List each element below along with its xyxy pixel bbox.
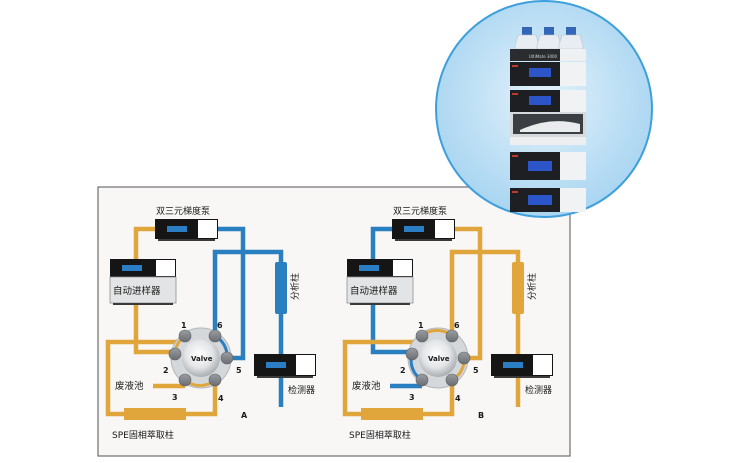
analytical-column bbox=[512, 262, 524, 314]
valve-port-4[interactable] bbox=[445, 373, 459, 387]
tube-spe-to-port4 bbox=[423, 380, 455, 417]
port-number-1: 1 bbox=[181, 321, 187, 330]
valve-rotor bbox=[182, 339, 220, 377]
autosampler: 自动进样器 bbox=[346, 259, 414, 305]
autosampler-label: 自动进样器 bbox=[350, 285, 398, 297]
valve-label: Valve bbox=[428, 355, 450, 363]
spe-column-label: SPE固相萃取柱 bbox=[349, 429, 411, 441]
analytical-column bbox=[275, 262, 287, 314]
port-number-2: 2 bbox=[400, 366, 406, 375]
tube-port6-to-column bbox=[212, 249, 284, 336]
tube-port1-to-spe bbox=[105, 339, 185, 417]
valve-port-1[interactable] bbox=[415, 329, 429, 343]
spe-column bbox=[361, 408, 423, 420]
detector bbox=[254, 354, 316, 378]
port-number-1: 1 bbox=[418, 321, 424, 330]
panel-label: B bbox=[478, 411, 484, 420]
spe-column-label: SPE固相萃取柱 bbox=[112, 429, 174, 441]
port-number-5: 5 bbox=[473, 366, 479, 375]
tube-pump-to-autosampler bbox=[370, 226, 392, 260]
pump-label: 双三元梯度泵 bbox=[156, 205, 210, 217]
pump-module-2 bbox=[510, 90, 586, 112]
autosampler-label: 自动进样器 bbox=[113, 285, 161, 297]
tube-pump-to-port5 bbox=[218, 226, 246, 361]
display-screen bbox=[404, 226, 424, 232]
valve-port-3[interactable] bbox=[178, 373, 192, 387]
valve-port-5[interactable] bbox=[220, 351, 234, 365]
port-number-4: 4 bbox=[455, 394, 461, 403]
valve-port-3[interactable] bbox=[415, 373, 429, 387]
valve-port-4[interactable] bbox=[208, 373, 222, 387]
valve-port-6[interactable] bbox=[445, 329, 459, 343]
port-number-3: 3 bbox=[172, 393, 178, 402]
six-port-valve[interactable]: Valve bbox=[168, 327, 234, 389]
valve-rotor bbox=[419, 339, 457, 377]
pump-label: 双三元梯度泵 bbox=[393, 205, 447, 217]
solvent-rack: UltiMate 3000 bbox=[510, 49, 586, 61]
port-number-6: 6 bbox=[217, 321, 223, 330]
waste-label: 废液池 bbox=[352, 380, 381, 392]
valve-label: Valve bbox=[191, 355, 213, 363]
detector-label: 检测器 bbox=[288, 384, 315, 396]
valve-port-5[interactable] bbox=[457, 351, 471, 365]
port-number-4: 4 bbox=[218, 394, 224, 403]
solvent-bottles bbox=[514, 27, 584, 50]
tube-port6-to-column bbox=[449, 249, 521, 336]
valve-port-2[interactable] bbox=[168, 347, 182, 361]
six-port-valve[interactable]: Valve bbox=[405, 327, 471, 389]
port-number-6: 6 bbox=[454, 321, 460, 330]
waste-label: 废液池 bbox=[115, 380, 144, 392]
autosampler: 自动进样器 bbox=[109, 259, 177, 305]
port-number-3: 3 bbox=[409, 393, 415, 402]
column-label: 分析柱 bbox=[289, 273, 301, 300]
valve-port-6[interactable] bbox=[208, 329, 222, 343]
detector-label: 检测器 bbox=[525, 384, 552, 396]
valve-port-2[interactable] bbox=[405, 347, 419, 361]
tube-pump-to-port5 bbox=[455, 226, 483, 361]
tube-pump-to-autosampler bbox=[133, 226, 155, 260]
autosampler-module bbox=[510, 112, 586, 145]
gradient-pump bbox=[392, 219, 455, 241]
display-screen bbox=[167, 226, 187, 232]
tube-autosampler-to-port2 bbox=[133, 305, 175, 355]
panel-label: A bbox=[241, 411, 248, 420]
tube-port1-to-spe bbox=[342, 339, 422, 417]
spe-column bbox=[124, 408, 186, 420]
instrument-name: UltiMate 3000 bbox=[529, 54, 558, 59]
tube-autosampler-to-port2 bbox=[370, 305, 412, 355]
detector-module bbox=[510, 188, 586, 212]
port-number-2: 2 bbox=[163, 366, 169, 375]
port-number-5: 5 bbox=[236, 366, 242, 375]
hplc-photo-circle: UltiMate 3000 bbox=[435, 0, 653, 218]
valve-port-1[interactable] bbox=[178, 329, 192, 343]
column-label: 分析柱 bbox=[526, 273, 538, 300]
display-screen bbox=[503, 362, 523, 368]
detector bbox=[491, 354, 553, 378]
column-compartment-module bbox=[510, 152, 586, 180]
tube-spe-to-port4 bbox=[186, 380, 218, 417]
pump-module bbox=[510, 62, 586, 86]
display-screen bbox=[266, 362, 286, 368]
gradient-pump bbox=[155, 219, 218, 241]
